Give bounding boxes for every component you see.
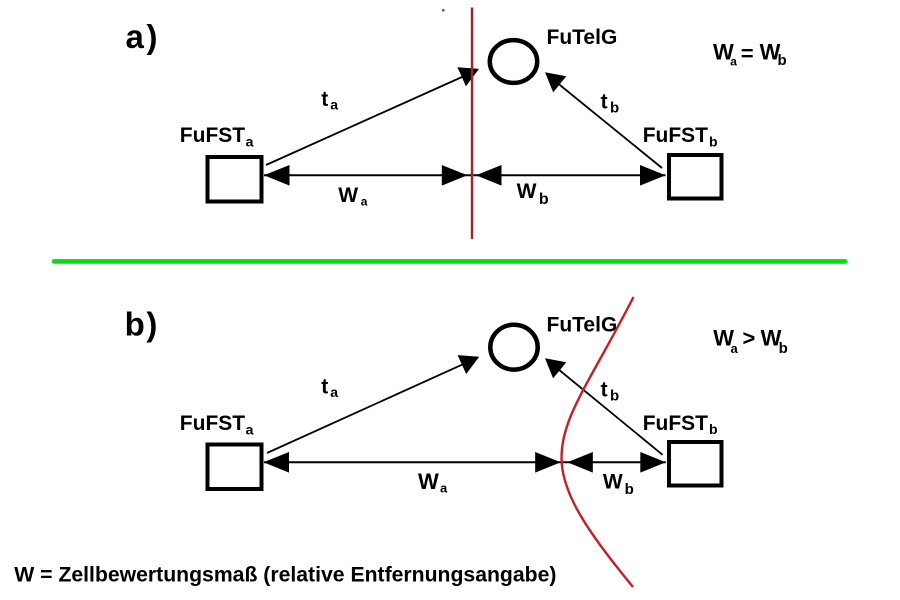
svg-text:t: t [321, 88, 328, 111]
svg-text:FuFST: FuFST [643, 124, 708, 147]
svg-text:a: a [731, 341, 739, 356]
svg-text:W = Zellbewertungsmaß (relativ: W = Zellbewertungsmaß (relative Entfernu… [14, 563, 556, 586]
svg-text:a: a [440, 481, 448, 496]
svg-text:a: a [330, 97, 338, 113]
svg-text:b): b) [125, 305, 159, 342]
svg-text:t: t [321, 375, 328, 398]
svg-text:t: t [601, 91, 608, 114]
svg-text:FuFST: FuFST [643, 412, 708, 435]
svg-text:b: b [779, 340, 788, 357]
svg-text:a): a) [126, 18, 161, 55]
svg-text:b: b [539, 191, 549, 208]
svg-text:W: W [713, 39, 734, 64]
svg-text:=: = [741, 41, 754, 66]
svg-text:>: > [743, 326, 756, 351]
svg-text:FuTelG: FuTelG [547, 26, 618, 49]
svg-text:W: W [517, 180, 537, 203]
svg-text:a: a [330, 384, 338, 400]
svg-text:a: a [361, 195, 368, 209]
svg-text:a: a [730, 54, 737, 68]
svg-text:b: b [610, 100, 619, 117]
svg-text:b: b [709, 134, 718, 150]
svg-text:b: b [610, 387, 619, 404]
svg-text:W: W [338, 184, 358, 207]
svg-text:a: a [246, 134, 254, 150]
svg-text:FuTelG: FuTelG [547, 314, 618, 337]
svg-text:b: b [778, 52, 787, 69]
svg-text:W: W [713, 326, 734, 351]
svg-text:b: b [625, 481, 634, 498]
svg-text:W: W [418, 469, 439, 494]
svg-text:a: a [246, 421, 254, 437]
svg-text:W: W [760, 39, 781, 64]
svg-text:W: W [761, 326, 782, 351]
svg-text:b: b [709, 421, 718, 437]
svg-text:W: W [603, 470, 623, 493]
svg-text:t: t [601, 378, 608, 401]
svg-text:FuFST: FuFST [180, 412, 245, 435]
svg-text:FuFST: FuFST [180, 124, 245, 147]
